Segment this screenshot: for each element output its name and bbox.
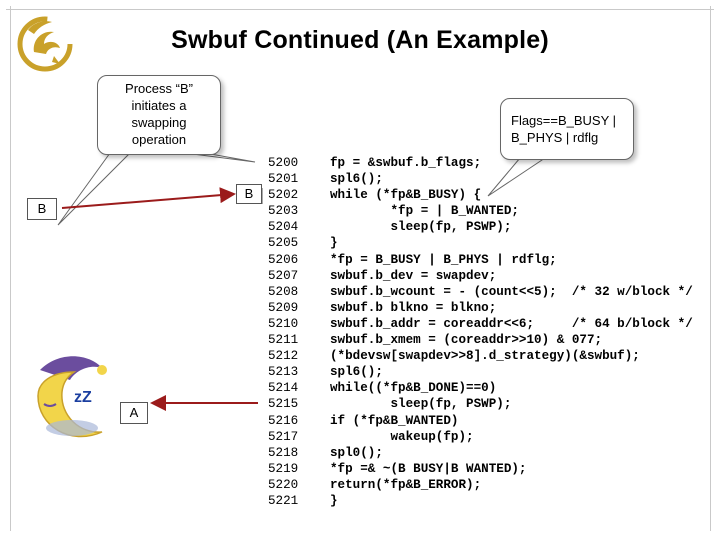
line-number: 5210: [268, 316, 299, 331]
label-b-left: B: [27, 198, 57, 220]
process-callout-line: swapping: [131, 115, 187, 130]
line-number: 5209: [268, 300, 299, 315]
slide-title: Swbuf Continued (An Example): [171, 26, 549, 54]
code-text: return(*fp&B_ERROR);: [330, 477, 482, 492]
process-callout-line: operation: [131, 132, 187, 147]
code-line: 5207 swbuf.b_dev = swapdev;: [268, 268, 693, 284]
line-number: 5202: [268, 188, 299, 203]
code-text: while((*fp&B_DONE)==0): [330, 381, 497, 396]
line-number: 5211: [268, 333, 299, 348]
code-line: 5212 (*bdevsw[swapdev>>8].d_strategy)(&sw…: [268, 348, 693, 364]
code-line: 5217 wakeup(fp);: [268, 429, 693, 445]
line-number: 5201: [268, 172, 299, 187]
flags-callout-tail: [487, 157, 546, 197]
code-line: 5216 if (*fp&B_WANTED): [268, 413, 693, 429]
process-callout-tail-left: [57, 152, 131, 226]
code-text: spl6();: [330, 172, 383, 187]
code-text: wakeup(fp);: [330, 429, 474, 444]
code-line: 5202 while (*fp&B_BUSY) {: [268, 187, 693, 203]
code-text: swbuf.b blkno = blkno;: [330, 300, 497, 315]
sleeping-moon-icon: zZ: [37, 356, 107, 438]
line-number: 5218: [268, 445, 299, 460]
code-line: 5221}: [268, 493, 693, 509]
pegasus-logo-icon: [17, 16, 73, 72]
slide-frame-left: [10, 6, 11, 531]
line-number: 5208: [268, 284, 299, 299]
line-number: 5217: [268, 429, 299, 444]
code-text: sleep(fp, PSWP);: [330, 220, 512, 235]
code-text: swbuf.b_addr = coreaddr<<6; /* 64 b/bloc…: [330, 316, 693, 331]
process-callout-tail-right: [184, 152, 256, 163]
code-line: 5218 spl0();: [268, 445, 693, 461]
code-text: sleep(fp, PSWP);: [330, 397, 512, 412]
flags-callout-line: B_PHYS | rdflg: [511, 130, 599, 145]
slide-frame-top: [6, 9, 714, 10]
code-text: (*bdevsw[swapdev>>8].d_strategy)(&swbuf)…: [330, 349, 640, 364]
code-line: 5210 swbuf.b_addr = coreaddr<<6; /* 64 b/…: [268, 316, 693, 332]
line-number: 5219: [268, 461, 299, 476]
code-text: while (*fp&B_BUSY) {: [330, 188, 482, 203]
line-number: 5221: [268, 493, 299, 508]
line-number: 5213: [268, 365, 299, 380]
line-number: 5215: [268, 397, 299, 412]
code-line: 5220 return(*fp&B_ERROR);: [268, 477, 693, 493]
process-callout-line: Process “B”: [125, 81, 193, 96]
arrow-b: [61, 187, 236, 209]
code-text: swbuf.b_dev = swapdev;: [330, 268, 497, 283]
code-line: 5211 swbuf.b_xmem = (coreaddr>>10) & 077;: [268, 332, 693, 348]
flags-callout-line: Flags==B_BUSY |: [511, 113, 617, 128]
code-line: 5213 spl6();: [268, 364, 693, 380]
code-line: 5214 while((*fp&B_DONE)==0): [268, 380, 693, 396]
code-text: }: [330, 493, 338, 508]
label-a: A: [120, 402, 148, 424]
svg-text:zZ: zZ: [74, 389, 92, 406]
line-number: 5216: [268, 413, 299, 428]
code-line: 5219 *fp =& ~(B BUSY|B WANTED);: [268, 461, 693, 477]
code-text: }: [330, 236, 338, 251]
process-callout-line: initiates a: [131, 98, 187, 113]
flags-callout: Flags==B_BUSY | B_PHYS | rdflg: [500, 98, 634, 160]
line-number: 5220: [268, 477, 299, 492]
code-text: swbuf.b_wcount = - (count<<5); /* 32 w/b…: [330, 284, 693, 299]
label-b-right: B: [236, 184, 262, 204]
code-line: 5206 *fp = B_BUSY | B_PHYS | rdflg;: [268, 252, 693, 268]
code-text: spl0();: [330, 445, 383, 460]
code-text: *fp =& ~(B BUSY|B WANTED);: [330, 461, 527, 476]
line-number: 5206: [268, 252, 299, 267]
code-line: 5201 spl6();: [268, 171, 693, 187]
code-text: fp = &swbuf.b_flags;: [330, 156, 482, 170]
code-line: 5209 swbuf.b blkno = blkno;: [268, 300, 693, 316]
code-listing: 5200 fp = &swbuf.b_flags; 5201 spl6(); 5202 w…: [268, 155, 693, 509]
code-text: if (*fp&B_WANTED): [330, 413, 459, 428]
line-number: 5204: [268, 220, 299, 235]
code-line: 5205}: [268, 235, 693, 251]
code-line: 5203 *fp = | B_WANTED;: [268, 203, 693, 219]
line-number: 5200: [268, 156, 299, 170]
line-number: 5207: [268, 268, 299, 283]
code-line: 5200 fp = &swbuf.b_flags;: [268, 155, 693, 171]
code-line: 5208 swbuf.b_wcount = - (count<<5); /* 32…: [268, 284, 693, 300]
line-number: 5214: [268, 381, 299, 396]
slide-frame-right: [710, 6, 711, 531]
code-text: swbuf.b_xmem = (coreaddr>>10) & 077;: [330, 333, 603, 348]
line-number: 5212: [268, 349, 299, 364]
line-number: 5205: [268, 236, 299, 251]
process-b-callout: Process “B” initiates a swapping operati…: [97, 75, 221, 155]
code-text: *fp = B_BUSY | B_PHYS | rdflg;: [330, 252, 557, 267]
line-number: 5203: [268, 204, 299, 219]
code-line: 5204 sleep(fp, PSWP);: [268, 219, 693, 235]
code-text: spl6();: [330, 365, 383, 380]
code-line: 5215 sleep(fp, PSWP);: [268, 396, 693, 412]
code-text: *fp = | B_WANTED;: [330, 204, 519, 219]
